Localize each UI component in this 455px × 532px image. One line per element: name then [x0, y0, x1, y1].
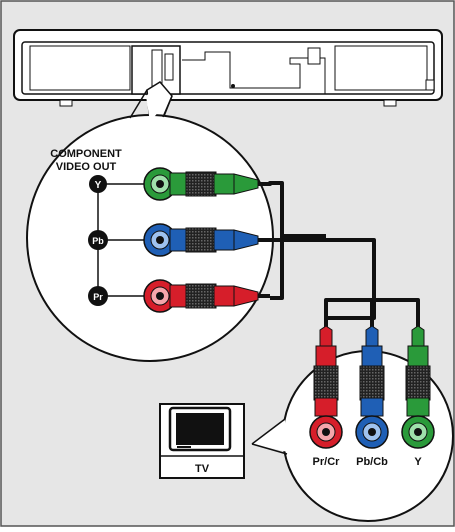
component-cables	[258, 181, 420, 330]
callout-title-line2: VIDEO OUT	[56, 161, 117, 173]
jack-label-y-badge: Y	[89, 175, 107, 193]
plug-green-left	[143, 167, 259, 201]
jack-label-pb-badge: Pb	[88, 230, 108, 250]
tv-icon	[159, 403, 245, 479]
tv-jack-pb-cb	[355, 415, 389, 449]
tv-input-label-pb-cb: Pb/Cb	[356, 456, 388, 468]
tv-jack-pr-cr	[309, 415, 343, 449]
jack-label-y: Y	[95, 180, 102, 191]
plug-blue-right	[359, 325, 385, 417]
jack-label-pb: Pb	[92, 236, 104, 246]
tv-input-label-pr-cr: Pr/Cr	[313, 456, 341, 468]
tv-label: TV	[195, 463, 210, 475]
soundbar-device	[13, 29, 443, 107]
plug-blue-left	[143, 223, 259, 257]
plug-red-left	[143, 279, 259, 313]
plug-green-right	[405, 325, 431, 417]
tv-input-label-y: Y	[414, 456, 422, 468]
tv-jack-y	[401, 415, 435, 449]
jack-label-pr-badge: Pr	[88, 286, 108, 306]
callout-title-line1: COMPONENT	[50, 148, 122, 160]
plug-red-right	[313, 325, 339, 417]
jack-label-pr: Pr	[93, 292, 103, 302]
